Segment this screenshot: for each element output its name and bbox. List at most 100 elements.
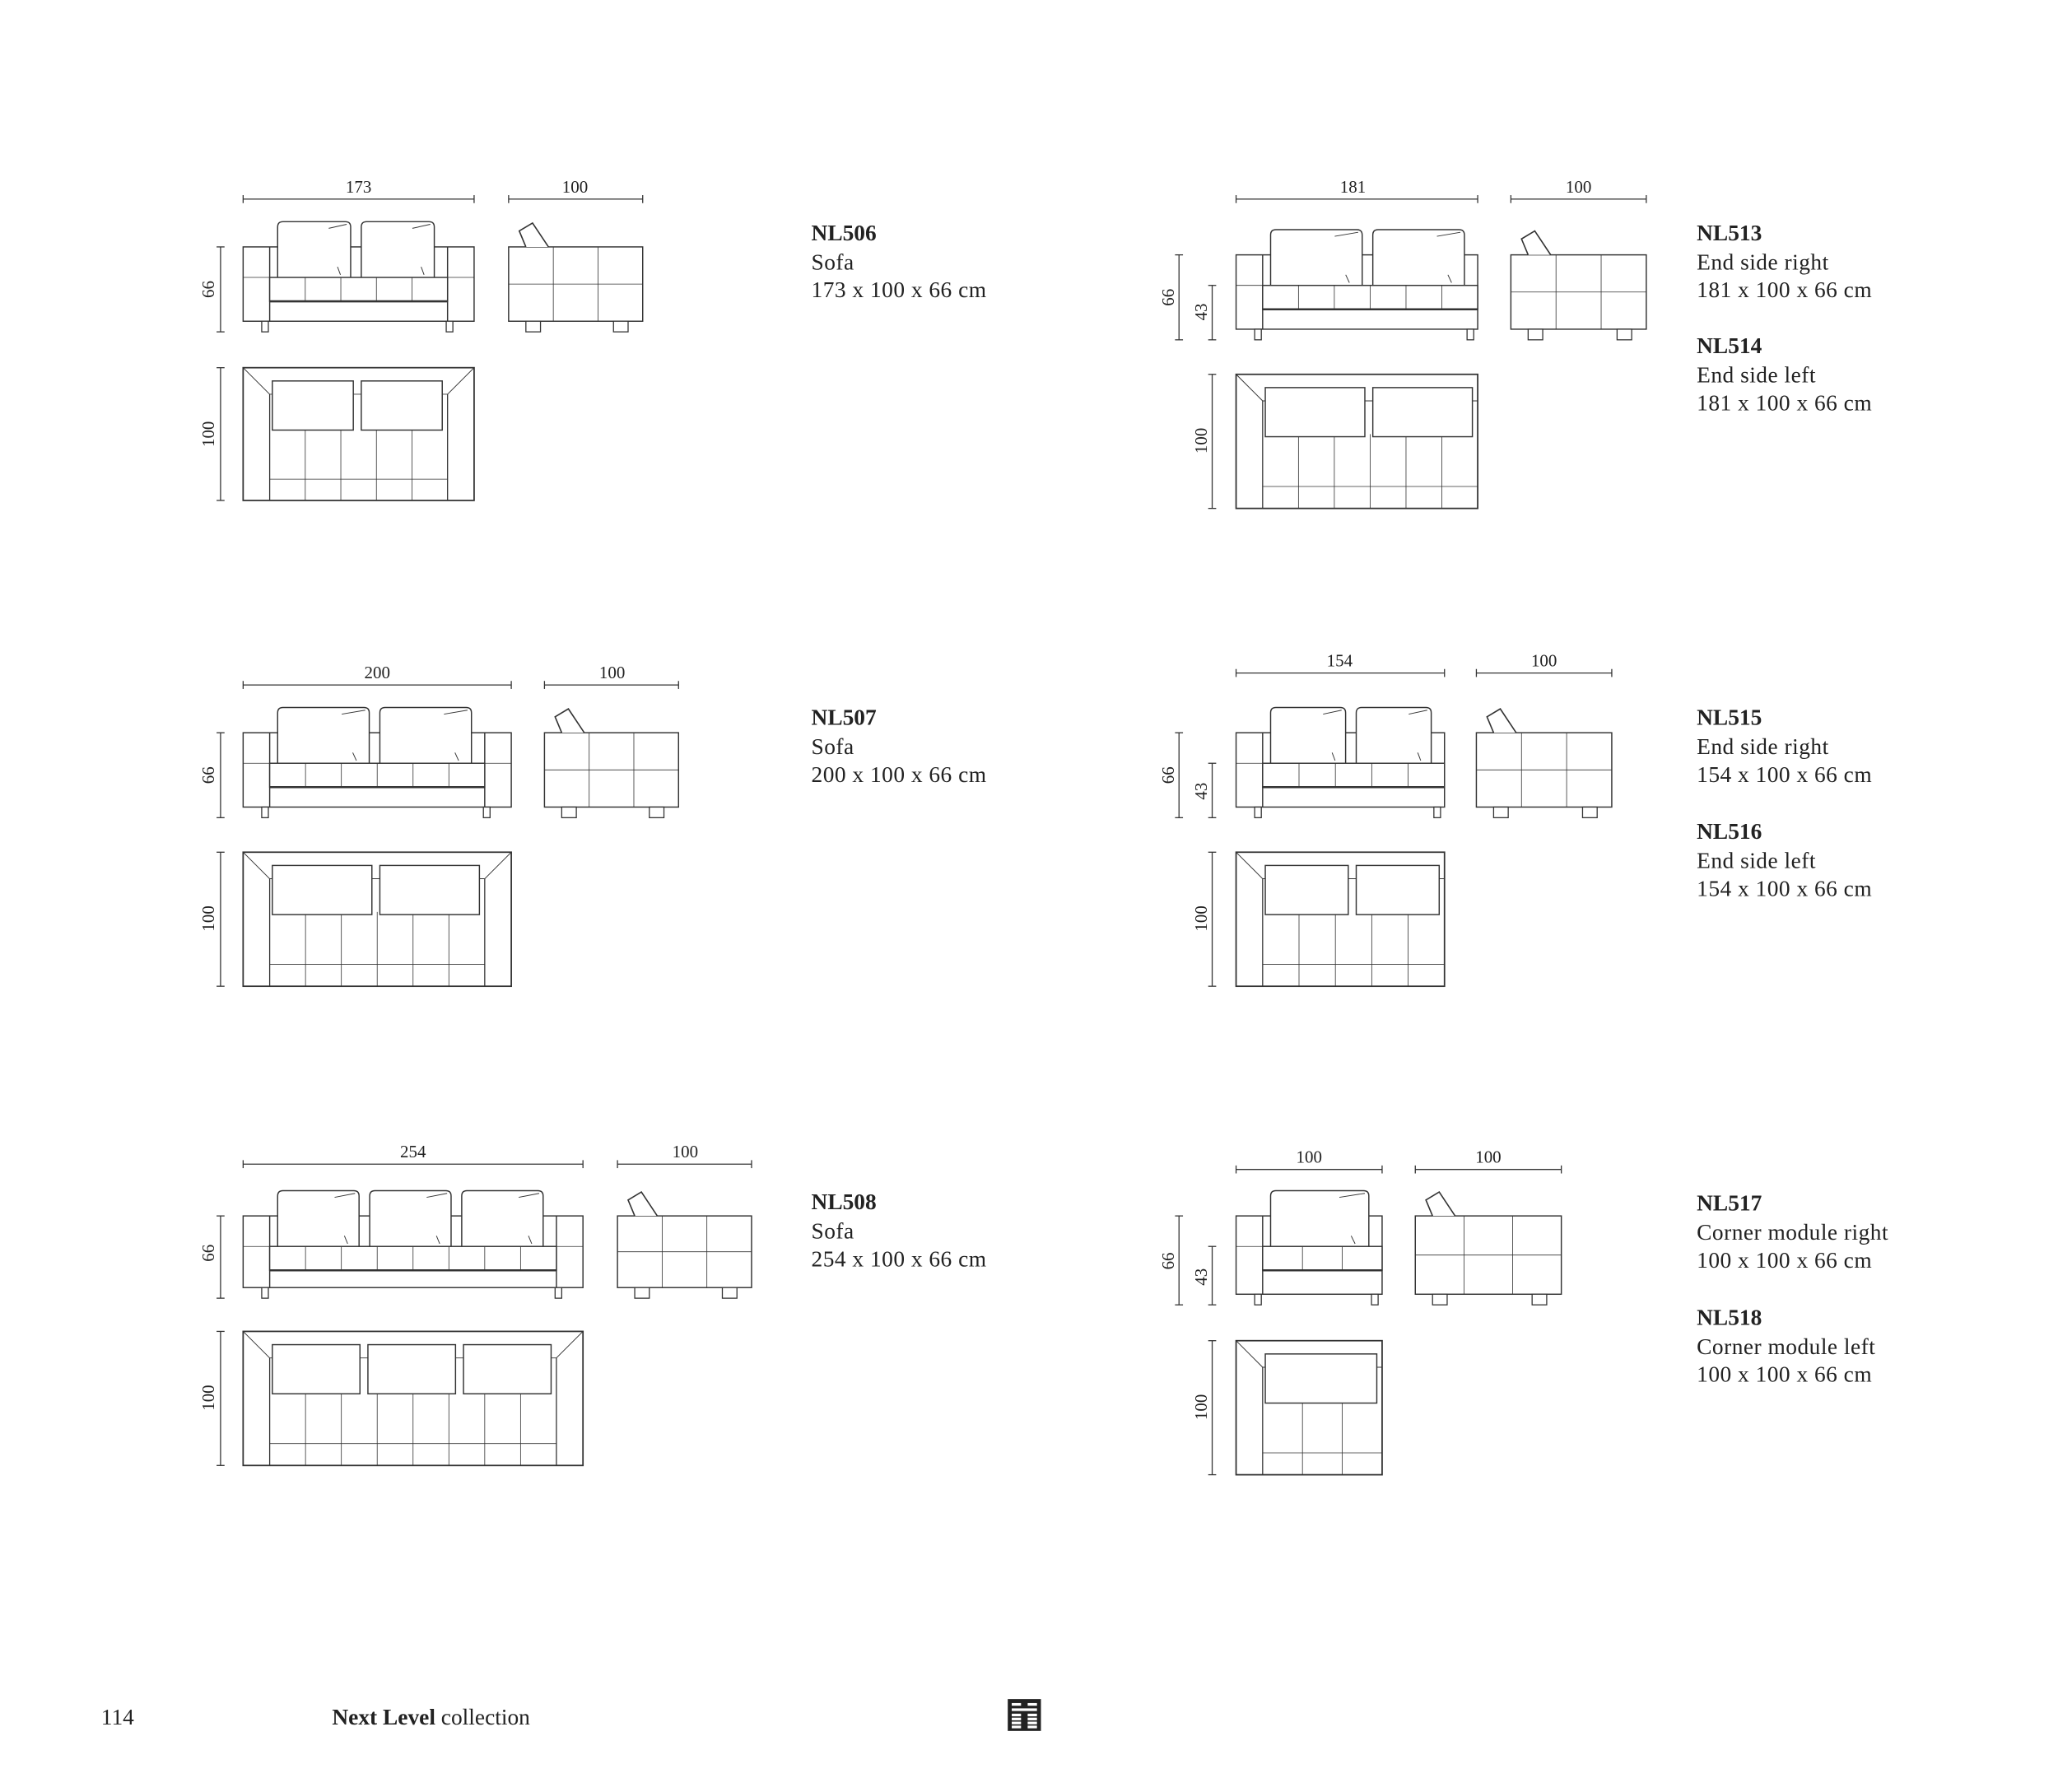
leg (1432, 1293, 1448, 1306)
cushion-crease (1339, 1193, 1366, 1199)
height-dimension-label: 66 (1158, 1252, 1178, 1269)
cushion-crease (454, 752, 459, 761)
product-size: 200 x 100 x 66 cm (812, 762, 987, 787)
back-cushion (277, 221, 352, 278)
back-cushion (361, 221, 435, 278)
back-cushion (1355, 706, 1432, 764)
top-back-cushion (1371, 387, 1474, 438)
tilted-back-cushion (554, 708, 585, 733)
leg (612, 320, 629, 333)
arm-miter-line (1236, 1340, 1264, 1368)
top-back-cushion (463, 1343, 552, 1394)
product-block-nl515: 154 100 66 43 100 NL515 End side right 1… (1158, 651, 1872, 932)
top-depth-dimension-label: 100 (1191, 905, 1211, 931)
arm-miter-line (1236, 374, 1264, 402)
footer: 114 Next Level collection (101, 1699, 1041, 1731)
cushion-crease (1323, 710, 1342, 715)
product-size: 100 x 100 x 66 cm (1697, 1248, 1872, 1273)
product-name: Sofa (812, 249, 854, 274)
technical-drawings (217, 195, 1647, 1476)
tilted-back-cushion (1425, 1191, 1456, 1217)
side-depth-dimension-label: 100 (673, 1142, 698, 1161)
alt-product-size: 100 x 100 x 66 cm (1697, 1362, 1872, 1387)
top-depth-dimension-label: 100 (198, 905, 218, 931)
product-code: NL517 (1697, 1191, 1762, 1216)
seat-cushion (268, 277, 449, 302)
leg (1466, 328, 1474, 341)
cushion-crease (444, 710, 468, 715)
back-cushion (1269, 229, 1363, 286)
top-depth-dimension-label: 100 (1191, 428, 1211, 454)
drawing-nl515 (1175, 668, 1613, 988)
top-depth-dimension-label: 100 (198, 1385, 218, 1410)
seat-cushion (1262, 762, 1446, 788)
tilted-back-cushion (1520, 230, 1552, 256)
page-number: 114 (101, 1705, 134, 1729)
leg (1254, 1293, 1262, 1306)
drawing-nl508 (217, 1160, 752, 1467)
leg (634, 1287, 650, 1299)
alt-product-code: NL516 (1697, 819, 1762, 844)
leg (721, 1287, 738, 1299)
width-dimension-label: 181 (1340, 177, 1366, 197)
height-dimension-label: 66 (198, 281, 218, 298)
leg (261, 320, 269, 333)
cushion-crease (412, 224, 431, 229)
cushion-crease (328, 224, 347, 229)
back-cushion (277, 706, 370, 764)
product-size: 173 x 100 x 66 cm (812, 277, 987, 302)
back-cushion (1371, 229, 1465, 286)
alt-product-code: NL514 (1697, 333, 1762, 358)
side-depth-dimension-label: 100 (1531, 651, 1557, 671)
product-size: 181 x 100 x 66 cm (1697, 277, 1872, 302)
cushion-crease (343, 1236, 348, 1245)
cushion-crease (352, 752, 357, 761)
height-dimension-label: 66 (198, 1245, 218, 1262)
width-dimension-label: 254 (400, 1142, 426, 1161)
leg (1527, 328, 1544, 341)
top-back-cushion (272, 380, 354, 431)
drawing-nl506 (217, 195, 644, 501)
product-code: NL513 (1697, 221, 1762, 245)
cushion-crease (1408, 710, 1427, 715)
cushion-crease (1436, 231, 1461, 237)
collection-suffix: collection (435, 1705, 530, 1729)
leg (261, 1287, 269, 1299)
back-cushion (1269, 1189, 1370, 1247)
cushion-crease (1350, 1236, 1356, 1245)
width-dimension-label: 100 (1297, 1147, 1322, 1167)
side-depth-dimension-label: 100 (1475, 1147, 1501, 1167)
product-block-nl506: 173 100 66 100 NL506 Sofa 173 x 100 x 66… (198, 177, 987, 447)
back-cushion (461, 1189, 544, 1247)
side-depth-dimension-label: 100 (562, 177, 588, 197)
width-dimension-label: 200 (364, 663, 389, 682)
back-cushion (277, 1189, 360, 1247)
leg (1616, 328, 1632, 341)
top-back-cushion (272, 1343, 361, 1394)
cushion-crease (334, 1193, 356, 1199)
leg (525, 320, 542, 333)
product-block-nl513: 181 100 66 43 100 NL513 End side right 1… (1158, 177, 1872, 454)
cushion-crease (421, 266, 425, 275)
product-block-nl508: 254 100 66 100 NL508 Sofa 254 x 100 x 66… (198, 1142, 986, 1411)
width-dimension-label: 173 (346, 177, 371, 197)
back-cushion (1269, 706, 1347, 764)
leg (1254, 328, 1262, 341)
alt-product-code: NL518 (1697, 1305, 1762, 1329)
collection-title: Next Level collection (332, 1705, 530, 1729)
tilted-back-cushion (626, 1191, 659, 1217)
product-name: Sofa (812, 734, 854, 759)
brand-logo-icon (1008, 1699, 1041, 1731)
seat-cushion (1262, 1245, 1383, 1271)
product-name: End side right (1697, 734, 1829, 759)
arm-miter-line (556, 1331, 584, 1359)
product-block-nl517: 100 100 66 43 100 NL517 Corner module ri… (1158, 1147, 1888, 1420)
alt-product-size: 181 x 100 x 66 cm (1697, 390, 1872, 415)
top-back-cushion (367, 1343, 457, 1394)
cushion-crease (519, 1193, 540, 1199)
top-back-cushion (1355, 864, 1441, 915)
product-code: NL506 (812, 221, 877, 245)
arm-miter-line (484, 851, 512, 879)
product-name: Corner module right (1697, 1220, 1888, 1245)
